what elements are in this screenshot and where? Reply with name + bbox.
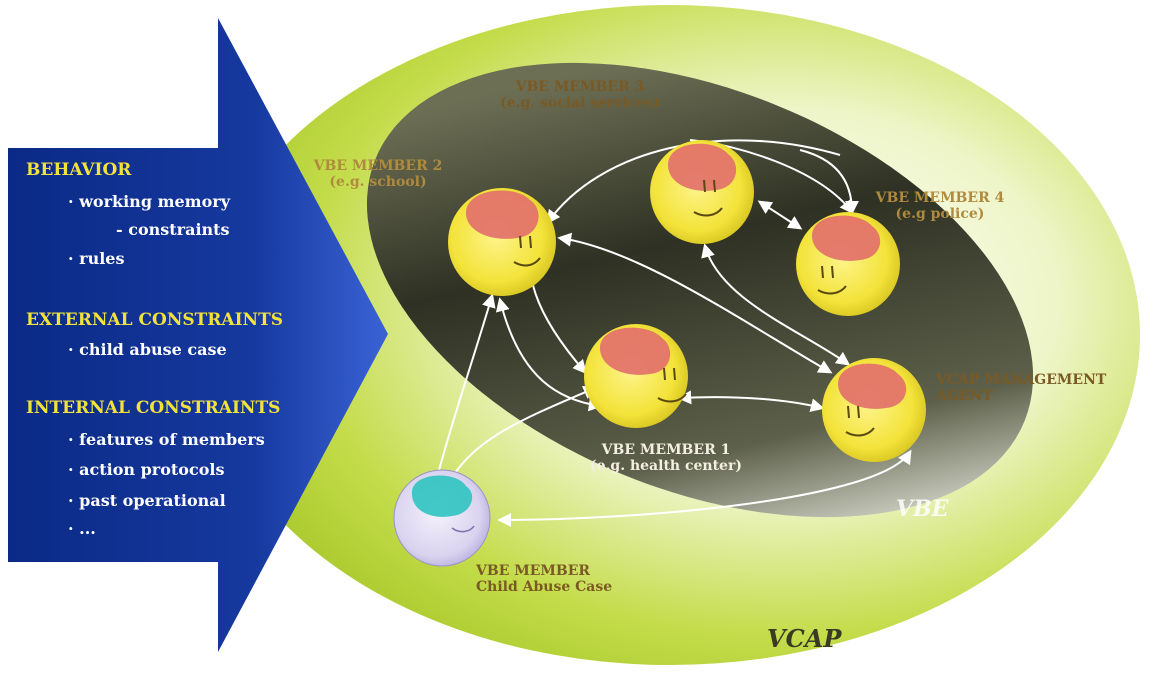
behavior-item-constraints: - constraints bbox=[116, 220, 230, 239]
member-1-title: VBE MEMBER 1 bbox=[601, 442, 731, 458]
agent-child-abuse-case bbox=[393, 469, 491, 567]
behavior-item-working-memory: · working memory bbox=[68, 192, 231, 211]
external-item-child-abuse-case: · child abuse case bbox=[68, 340, 227, 359]
agent-member-4 bbox=[796, 212, 900, 316]
member-4-title: VBE MEMBER 4 bbox=[875, 190, 1005, 206]
external-constraints-heading: EXTERNAL CONSTRAINTS bbox=[26, 310, 284, 330]
member-4-example: (e.g police) bbox=[895, 206, 985, 222]
agent-subtitle: AGENT bbox=[936, 388, 993, 404]
input-arrow bbox=[8, 18, 388, 652]
member-1-example: (e.g. health center) bbox=[590, 458, 742, 474]
member-2-label: VBE MEMBER 2 (e.g. school) bbox=[298, 158, 458, 190]
vcap-label: VCAP bbox=[767, 624, 842, 653]
link-center-agent bbox=[701, 243, 851, 366]
agent-label: VCAP MANAGEMENT AGENT bbox=[936, 372, 1121, 404]
member-2-example: (e.g. school) bbox=[329, 174, 427, 190]
link-m3-m2 bbox=[546, 139, 841, 225]
member-1-label: VBE MEMBER 1 (e.g. health center) bbox=[576, 442, 756, 474]
link-m1-agent bbox=[677, 390, 825, 413]
agent-member-2 bbox=[448, 188, 556, 296]
member-3-label: VBE MEMBER 3 (e.g. social services) bbox=[500, 79, 660, 111]
member-3-example: (e.g. social services) bbox=[500, 95, 660, 111]
internal-item-more: · ... bbox=[68, 519, 96, 538]
member-2-title: VBE MEMBER 2 bbox=[313, 158, 443, 174]
link-agent-case bbox=[497, 449, 912, 527]
internal-item-features: · features of members bbox=[68, 430, 265, 449]
case-subtitle: Child Abuse Case bbox=[476, 579, 613, 595]
internal-constraints-heading: INTERNAL CONSTRAINTS bbox=[26, 398, 281, 418]
internal-item-action-protocols: · action protocols bbox=[68, 460, 225, 479]
agent-vcap-management bbox=[822, 358, 926, 462]
agent-member-1 bbox=[584, 324, 688, 428]
case-label: VBE MEMBER Child Abuse Case bbox=[476, 563, 646, 595]
agent-member-3 bbox=[650, 140, 754, 244]
agent-title: VCAP MANAGEMENT bbox=[936, 372, 1107, 388]
behavior-item-rules: · rules bbox=[68, 249, 125, 268]
internal-item-past-operational: · past operational bbox=[68, 491, 226, 510]
member-3-title: VBE MEMBER 3 bbox=[515, 79, 645, 95]
link-center-m4 bbox=[757, 200, 803, 230]
member-4-label: VBE MEMBER 4 (e.g police) bbox=[870, 190, 1010, 222]
case-title: VBE MEMBER bbox=[476, 563, 591, 579]
vbe-label: VBE bbox=[896, 496, 949, 522]
behavior-heading: BEHAVIOR bbox=[26, 160, 132, 180]
